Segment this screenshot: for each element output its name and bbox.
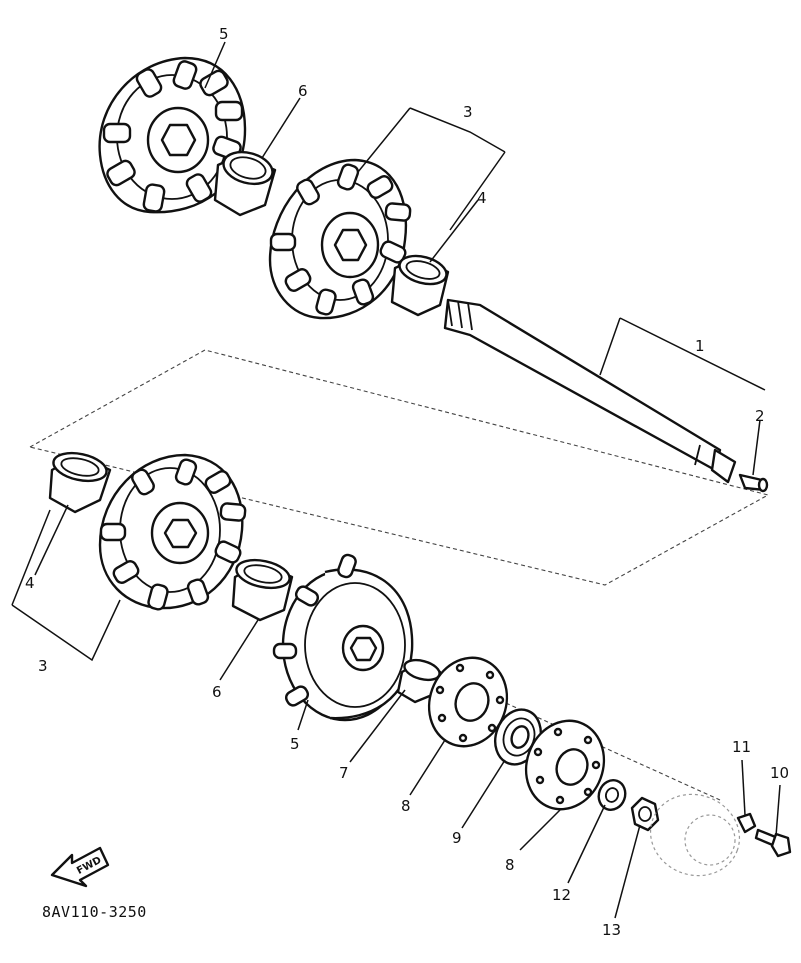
- callout-9: 9: [452, 829, 462, 847]
- callout-8-b: 8: [505, 856, 515, 874]
- callout-8-a: 8: [401, 797, 411, 815]
- callout-10: 10: [770, 764, 789, 782]
- collar-top-small: [390, 254, 450, 317]
- callout-5-bottom: 5: [290, 735, 300, 753]
- diagram-code: 8AV110-3250: [42, 903, 147, 921]
- sprocket-wheel-left: [98, 453, 247, 611]
- drive-shaft: [443, 298, 737, 484]
- bearing-housing-b: [524, 719, 606, 811]
- callout-4-top: 4: [477, 189, 487, 207]
- forward-arrow-icon: FWD: [50, 846, 110, 888]
- callout-3-left: 3: [38, 657, 48, 675]
- callout-6-top: 6: [298, 82, 308, 100]
- idler-wheel-large: [272, 553, 414, 722]
- callout-13: 13: [602, 921, 621, 939]
- ghosted-hub-reference: [649, 793, 741, 877]
- callout-1: 1: [695, 337, 705, 355]
- alignment-box-dashed: [28, 349, 770, 586]
- callout-7: 7: [339, 764, 349, 782]
- collar-top: [213, 150, 277, 217]
- callout-11: 11: [732, 738, 751, 756]
- callout-4-left: 4: [25, 574, 35, 592]
- bearing-housing-a: [427, 656, 509, 748]
- washer: [597, 779, 627, 811]
- callout-5-top: 5: [219, 25, 229, 43]
- lock-washer: [736, 812, 757, 834]
- collar-left: [48, 451, 112, 514]
- sprocket-wheel-top: [98, 56, 247, 214]
- hex-bolt: [754, 828, 792, 858]
- sprocket-wheel-mid: [268, 158, 412, 320]
- hex-nut: [630, 796, 660, 832]
- callout-3-top: 3: [463, 103, 473, 121]
- callout-12: 12: [552, 886, 571, 904]
- shaft-end-bolt: [738, 473, 769, 493]
- callout-labels: 5 6 3 4 1 2 4 3 6 5 7 8 9 8 12 13 11 10: [25, 25, 789, 939]
- callout-2: 2: [755, 407, 765, 425]
- callout-6-bottom: 6: [212, 683, 222, 701]
- collar-bottom: [231, 558, 294, 622]
- leader-lines: [11, 41, 781, 919]
